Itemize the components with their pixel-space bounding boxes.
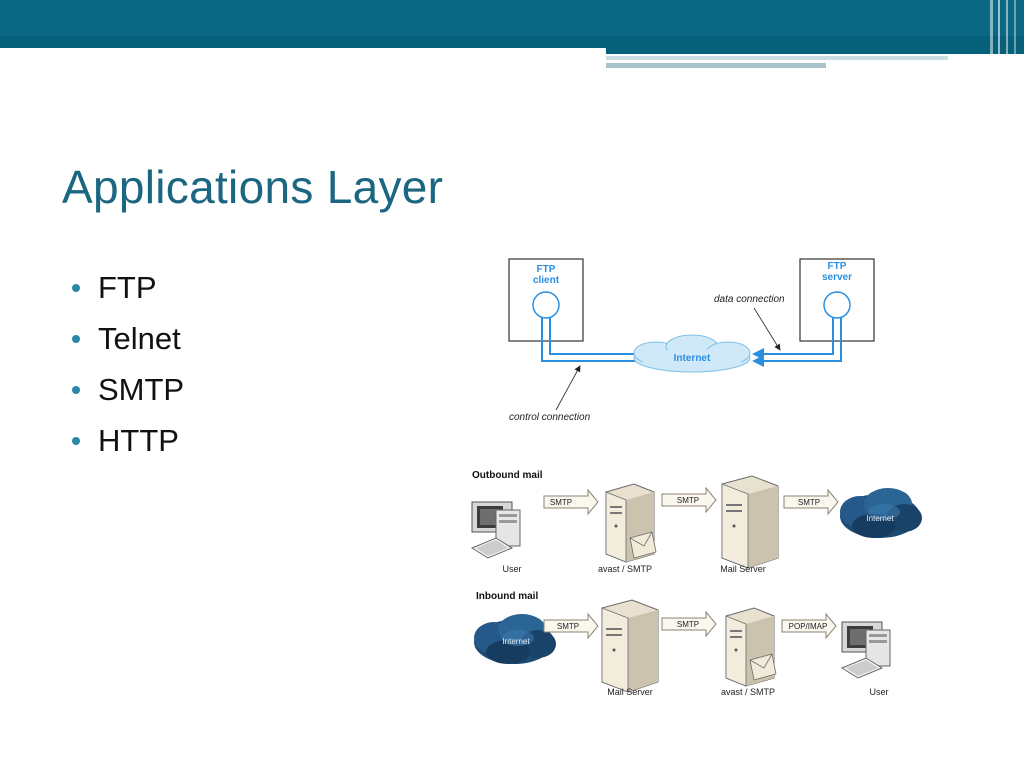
data-connection-line: [549, 318, 636, 355]
user-computer-icon: [471, 501, 521, 559]
data-connection-pointer: [753, 307, 781, 351]
server-connection-line: [752, 318, 834, 360]
slide-title: Applications Layer: [62, 161, 444, 213]
node-label: User: [502, 564, 521, 574]
node-label: avast / SMTP: [721, 687, 775, 697]
node-label: User: [869, 687, 888, 697]
internet-label: Internet: [674, 353, 711, 364]
bullet-dot: [72, 334, 80, 343]
bullet-list: FTP Telnet SMTP HTTP: [72, 262, 184, 466]
bullet-dot: [72, 385, 80, 394]
arrow-label: SMTP: [557, 622, 579, 631]
control-connection-pointer: [555, 365, 581, 411]
bullet-text: SMTP: [98, 371, 185, 407]
ftp-server-label: server: [822, 272, 852, 283]
ftp-client-process: [532, 291, 560, 319]
arrow-label: POP/IMAP: [789, 622, 828, 631]
ftp-client-label: client: [533, 275, 560, 286]
outbound-heading: Outbound mail: [472, 470, 543, 481]
bullet-dot: [72, 436, 80, 445]
arrow-label: SMTP: [677, 496, 699, 505]
mail-diagram: Outbound mail SMTP SMTP SMTP Internet Us…: [471, 470, 922, 697]
data-connection-label: data connection: [714, 294, 785, 305]
bullet-item: SMTP: [72, 364, 184, 415]
user-computer-icon: [841, 621, 891, 679]
internet-cloud-icon: [840, 488, 922, 538]
bullet-item: Telnet: [72, 313, 184, 364]
arrow-label: SMTP: [798, 498, 820, 507]
control-connection-line: [541, 318, 636, 362]
cloud-label: Internet: [866, 514, 894, 523]
inbound-heading: Inbound mail: [476, 591, 538, 602]
header-band: [0, 0, 1024, 70]
arrow-label: SMTP: [677, 620, 699, 629]
arrow-label: SMTP: [550, 498, 572, 507]
internet-cloud: [633, 334, 751, 373]
cloud-label: Internet: [502, 637, 530, 646]
bullet-text: HTTP: [98, 422, 179, 458]
server-connection-line: [752, 318, 842, 367]
mail-server-icon: [601, 599, 659, 693]
control-connection-label: control connection: [509, 412, 591, 423]
bullet-dot: [72, 283, 80, 292]
node-label: Mail Server: [720, 564, 766, 574]
ftp-server-process: [823, 291, 851, 319]
bullet-item: HTTP: [72, 415, 184, 466]
bullet-text: FTP: [98, 269, 157, 305]
mail-server-icon: [721, 475, 779, 569]
node-label: avast / SMTP: [598, 564, 652, 574]
ftp-client-label: FTP: [537, 264, 556, 275]
node-label: Mail Server: [607, 687, 653, 697]
bullet-item: FTP: [72, 262, 184, 313]
ftp-server-label: FTP: [828, 261, 847, 272]
bullet-text: Telnet: [98, 320, 181, 356]
ftp-diagram: FTP client FTP server Internet data conn…: [508, 258, 875, 423]
